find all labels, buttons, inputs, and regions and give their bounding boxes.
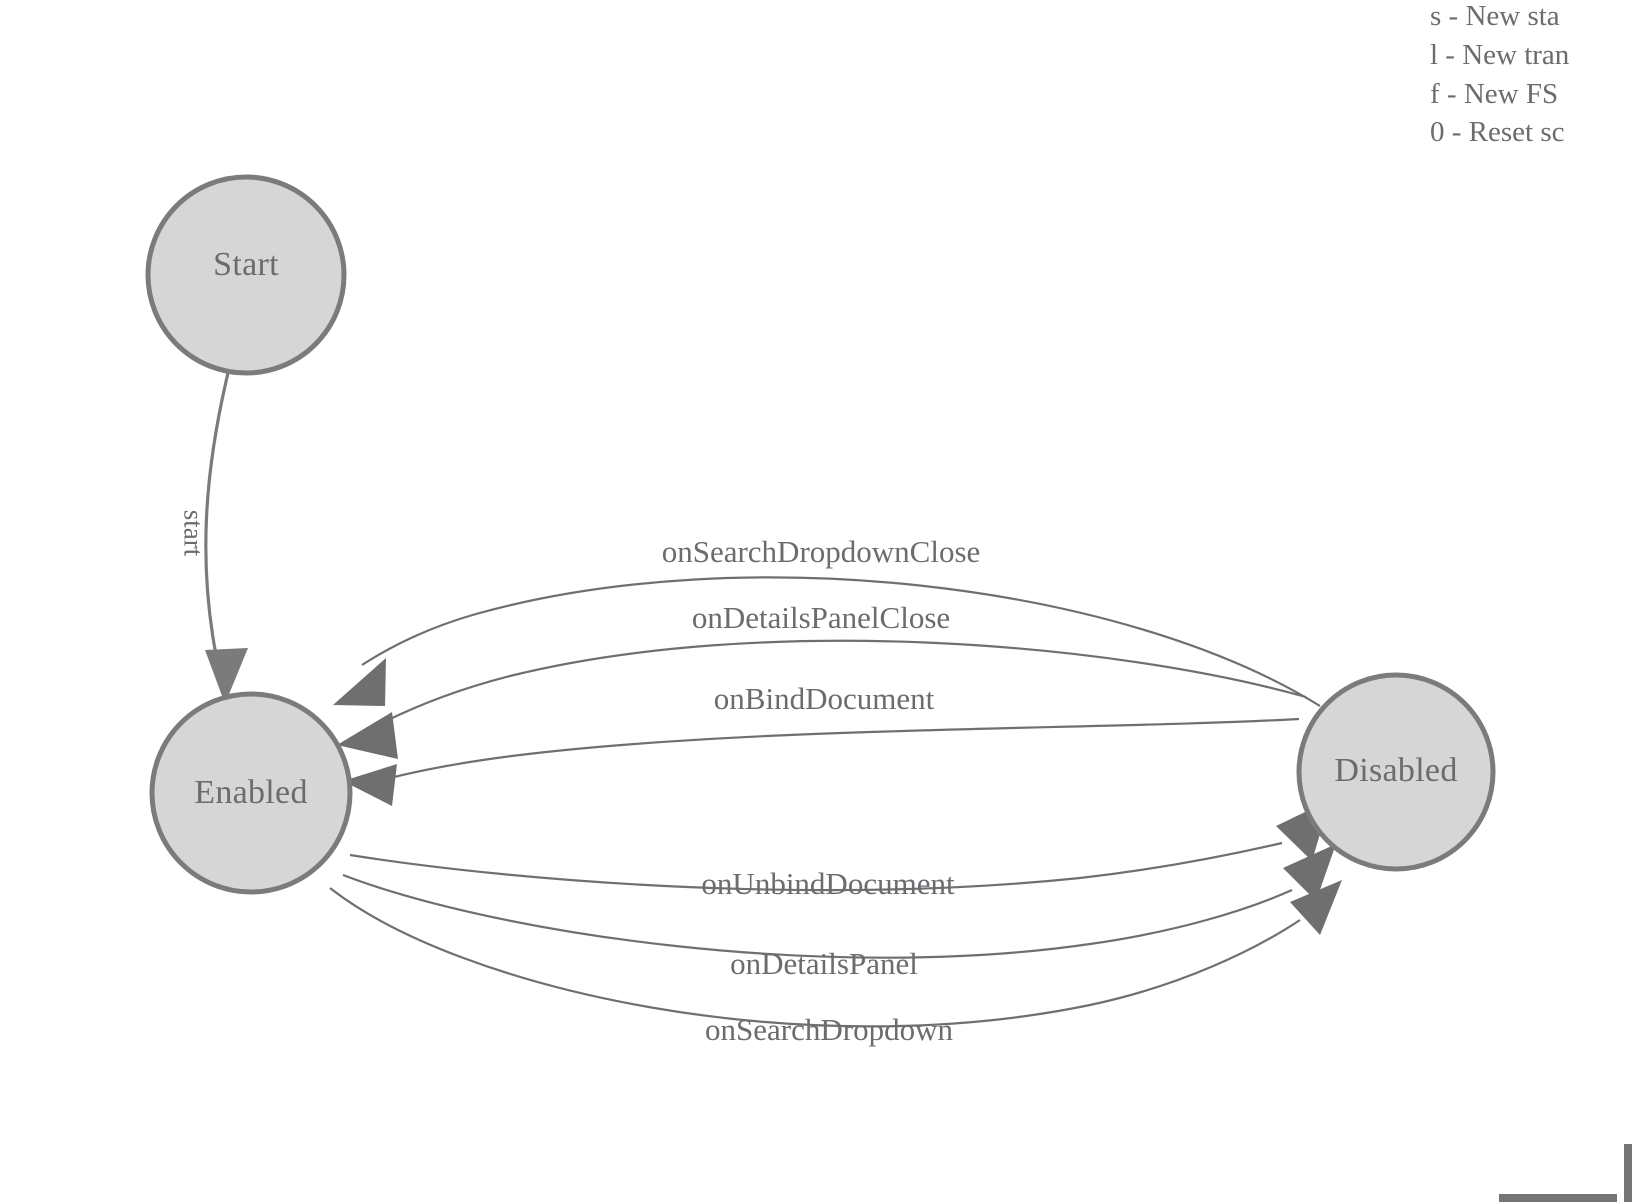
transition-onSearchDropdownClose[interactable] <box>333 576 1321 707</box>
transition-onDetailsPanel[interactable] <box>342 844 1336 959</box>
hint-new-state: s - New sta <box>1430 0 1560 32</box>
hint-reset-scale: 0 - Reset sc <box>1430 116 1565 148</box>
hint-new-transition: l - New tran <box>1430 39 1570 71</box>
transition-label-onSearchDropdown: onSearchDropdown <box>705 1012 953 1047</box>
transition-onSearchDropdown[interactable] <box>329 880 1342 1028</box>
arrowhead-onDetailsPanel <box>1283 844 1336 901</box>
transition-label-onDetailsPanel: onDetailsPanel <box>730 946 918 981</box>
state-label-start: Start <box>213 246 279 283</box>
edge-curve-onBindDocument <box>389 717 1300 780</box>
vertical-scrollbar[interactable] <box>1624 1144 1632 1202</box>
transition-onDetailsPanelClose[interactable] <box>337 639 1307 759</box>
horizontal-scrollbar[interactable] <box>1499 1194 1617 1202</box>
transition-start-to-enabled[interactable] <box>204 372 248 704</box>
arrowhead-onBindDocument <box>343 764 397 806</box>
transition-onBindDocument[interactable] <box>343 717 1300 806</box>
edge-curve-onSearchDropdown <box>329 887 1301 1028</box>
arrowhead-onSearchDropdown <box>1290 880 1342 935</box>
transition-label-onBindDocument: onBindDocument <box>713 681 935 716</box>
transition-label-start: start <box>178 509 209 557</box>
arrowhead-onDetailsPanelClose <box>337 712 398 759</box>
edge-curve-onDetailsPanelClose <box>381 639 1307 724</box>
transition-label-onSearchDropdownClose: onSearchDropdownClose <box>661 534 981 569</box>
transition-label-onDetailsPanelClose: onDetailsPanelClose <box>691 600 951 635</box>
hint-new-fsm: f - New FS <box>1430 78 1559 110</box>
state-label-enabled: Enabled <box>194 774 308 811</box>
edge-curve-onSearchDropdownClose <box>361 576 1321 707</box>
state-node-start[interactable] <box>145 174 347 376</box>
arrowhead-onSearchDropdownClose <box>333 658 386 706</box>
state-node-disabled[interactable] <box>1296 672 1496 872</box>
state-label-disabled: Disabled <box>1334 752 1458 789</box>
edge-curve-start <box>204 372 230 656</box>
edge-curve-onDetailsPanel <box>342 873 1293 959</box>
transition-label-onUnbindDocument: onUnbindDocument <box>701 866 955 901</box>
state-node-enabled[interactable] <box>149 691 353 895</box>
arrowhead-start-to-enabled <box>205 648 248 704</box>
edge-curve-onUnbindDocument <box>349 841 1283 892</box>
